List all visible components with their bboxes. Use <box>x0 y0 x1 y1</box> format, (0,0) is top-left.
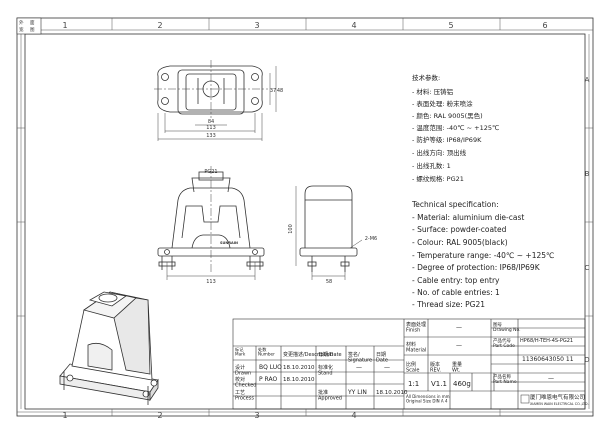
corner-text-3: 面 <box>30 20 35 26</box>
tb-part-name-dash: — <box>548 375 554 382</box>
specs-en-item-7: - Thread size: PG21 <box>412 300 485 309</box>
specs-en-item-3: - Temperature range: -40℃ ~ +125℃ <box>412 251 554 260</box>
side-view <box>299 185 358 272</box>
specs-cn-item-1: - 表面处理: 粉末喷涂 <box>412 99 473 108</box>
row-label-d: D <box>584 356 589 364</box>
company-logo-icon <box>520 394 530 404</box>
specs-en-item-5: - Cable entry: top entry <box>412 276 500 285</box>
dim-front-width: 113 <box>206 279 216 285</box>
tb-checked-name: P RAO <box>259 376 277 383</box>
col-label-4b: 4 <box>351 411 356 420</box>
col-label-1: 1 <box>62 21 67 30</box>
tb-finish-dash: — <box>456 324 462 331</box>
specs-en-item-4: - Degree of protection: IP68/IP69K <box>412 263 541 272</box>
tb-company-en: XIAMEN WAIN ELECTRICAL CO.,LTD. <box>530 402 589 406</box>
tb-part-code: HP68/H-TEH-4S-PG21 <box>520 338 573 344</box>
dim-top-inner: 84 <box>208 119 214 125</box>
row-label-b: B <box>585 170 590 178</box>
col-label-5: 5 <box>448 21 453 30</box>
col-label-2: 2 <box>157 21 162 30</box>
tb-change: 变更描述/Description <box>283 351 333 358</box>
col-label-3b: 3 <box>254 411 259 420</box>
front-logo: SUNRAIN <box>220 241 238 245</box>
tb-material-dash: — <box>456 342 462 349</box>
outer-frame <box>16 17 594 417</box>
tb-dash-1: — <box>356 364 362 371</box>
specs-en-item-0: - Material: aluminium die-cast <box>412 213 524 222</box>
specs-cn-title: 技术参数: <box>412 73 440 82</box>
dim-top-h1: 48 <box>277 88 283 94</box>
col-label-4: 4 <box>351 21 356 30</box>
col-label-3: 3 <box>254 21 259 30</box>
tb-approved-name: YY LIN <box>347 389 367 396</box>
specs-cn-item-5: - 出线方向: 顶出线 <box>412 148 467 157</box>
dim-top-h2: 37 <box>270 88 276 94</box>
specs-en-item-2: - Colour: RAL 9005(black) <box>412 238 508 247</box>
specs-en-item-1: - Surface: powder-coated <box>412 225 507 234</box>
dim-side-height: 100 <box>288 224 294 234</box>
col-label-1b: 1 <box>62 411 67 420</box>
specs-cn-item-3: - 温度范围: -40℃ ~ +125℃ <box>412 123 499 132</box>
tb-scale-value: 1:1 <box>408 380 419 388</box>
specs-cn-item-6: - 出线孔数: 1 <box>412 161 451 170</box>
top-view <box>157 65 263 115</box>
dim-top-total: 133 <box>206 133 216 139</box>
tb-date: 日期/Date <box>318 352 342 358</box>
col-label-6: 6 <box>542 21 547 30</box>
tb-company-cn: 厦门唯恩电气有限公司 <box>530 393 585 401</box>
specs-cn-item-0: - 材料: 压铸铝 <box>412 87 453 96</box>
specs-cn-item-4: - 防护等级: IP68/IP69K <box>412 135 482 144</box>
tb-signature: 签名/Signature <box>348 351 372 364</box>
dim-side-width: 58 <box>326 279 332 285</box>
specs-en-title: Technical specification: <box>411 200 499 209</box>
tb-checked-date: 18.10.2010 <box>283 377 315 383</box>
dim-side-screw: 2-M6 <box>365 236 377 242</box>
tb-dash-2: — <box>384 364 390 371</box>
tb-drawn-name: BQ LUO <box>259 364 282 371</box>
corner-text-1: 外 <box>19 19 24 26</box>
tb-approved-date: 18.10.2010 <box>376 390 408 396</box>
dim-top-width: 113 <box>206 125 216 131</box>
row-label-a: A <box>585 76 590 84</box>
tb-weight-value: 460g <box>453 380 471 388</box>
isometric-view <box>59 291 159 405</box>
row-label-c: C <box>585 264 590 272</box>
title-block <box>232 318 586 410</box>
tb-rev-value: V1.1 <box>431 380 447 388</box>
corner-text-4: 图 <box>30 27 35 33</box>
specs-en-item-6: - No. of cable entries: 1 <box>412 288 500 297</box>
front-thread-label: PG21 <box>204 169 217 175</box>
col-label-2b: 2 <box>157 411 162 420</box>
specs-cn-item-2: - 颜色: RAL 9005(黑色) <box>412 111 483 120</box>
corner-text-2: 宽 <box>19 26 24 33</box>
tb-part-code2: 11360643050 11 <box>522 356 574 363</box>
specs-cn-item-7: - 螺纹规格: PG21 <box>412 174 464 183</box>
tb-drawn-date: 18.10.2010 <box>283 365 315 371</box>
